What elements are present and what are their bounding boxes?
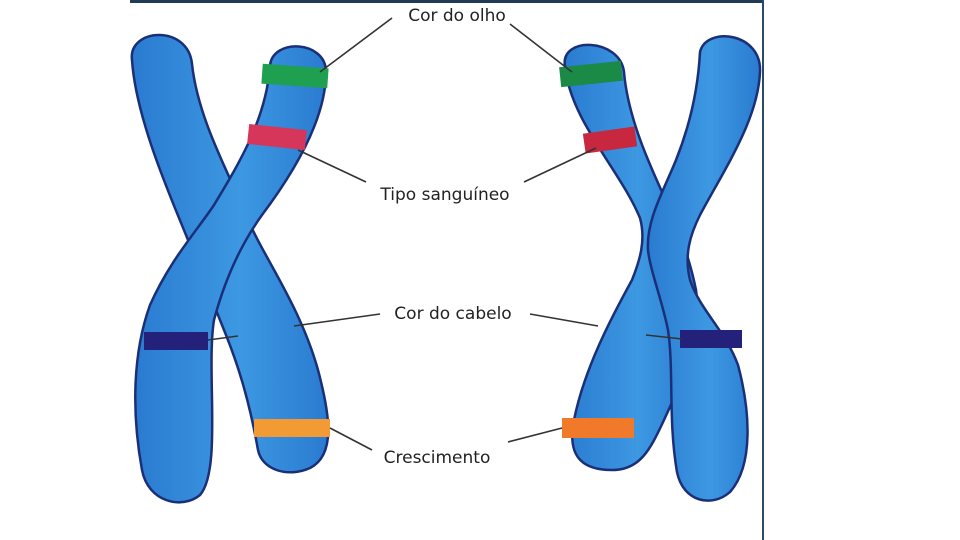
hair-leader-left [293, 313, 381, 327]
eye-leader-right [509, 23, 573, 73]
right-chromatid-a [563, 43, 699, 472]
hair-leader-right [529, 313, 599, 327]
blood-leader-right [523, 147, 597, 183]
right-growth-band [562, 418, 634, 438]
right-chromatid-b [646, 35, 762, 502]
left-eye-band [261, 63, 329, 89]
left-hair-band [144, 332, 208, 350]
frame-top-bar [130, 0, 763, 3]
growth-leader-left [329, 427, 373, 451]
frame-right-bar [762, 0, 764, 540]
label-blood-type: Tipo sanguíneo [379, 185, 509, 205]
left-growth-band [254, 419, 330, 437]
right-hair-band [680, 330, 742, 348]
label-hair-color: Cor do cabelo [394, 304, 511, 324]
hair-leader-right-inner [645, 334, 683, 340]
right-blood-band [582, 126, 638, 154]
left-chromatid-b [134, 45, 328, 504]
hair-leader-left-inner [207, 335, 239, 341]
blood-leader-left [297, 149, 367, 183]
label-eye-color: Cor do olho [408, 6, 506, 26]
left-chromosome [130, 33, 330, 504]
eye-leader-left [319, 17, 393, 73]
left-blood-band [247, 124, 307, 150]
growth-leader-right [507, 427, 563, 443]
right-chromosome [559, 35, 762, 502]
right-eye-band [559, 60, 623, 88]
label-growth: Crescimento [384, 448, 491, 468]
leader-lines [207, 17, 683, 451]
